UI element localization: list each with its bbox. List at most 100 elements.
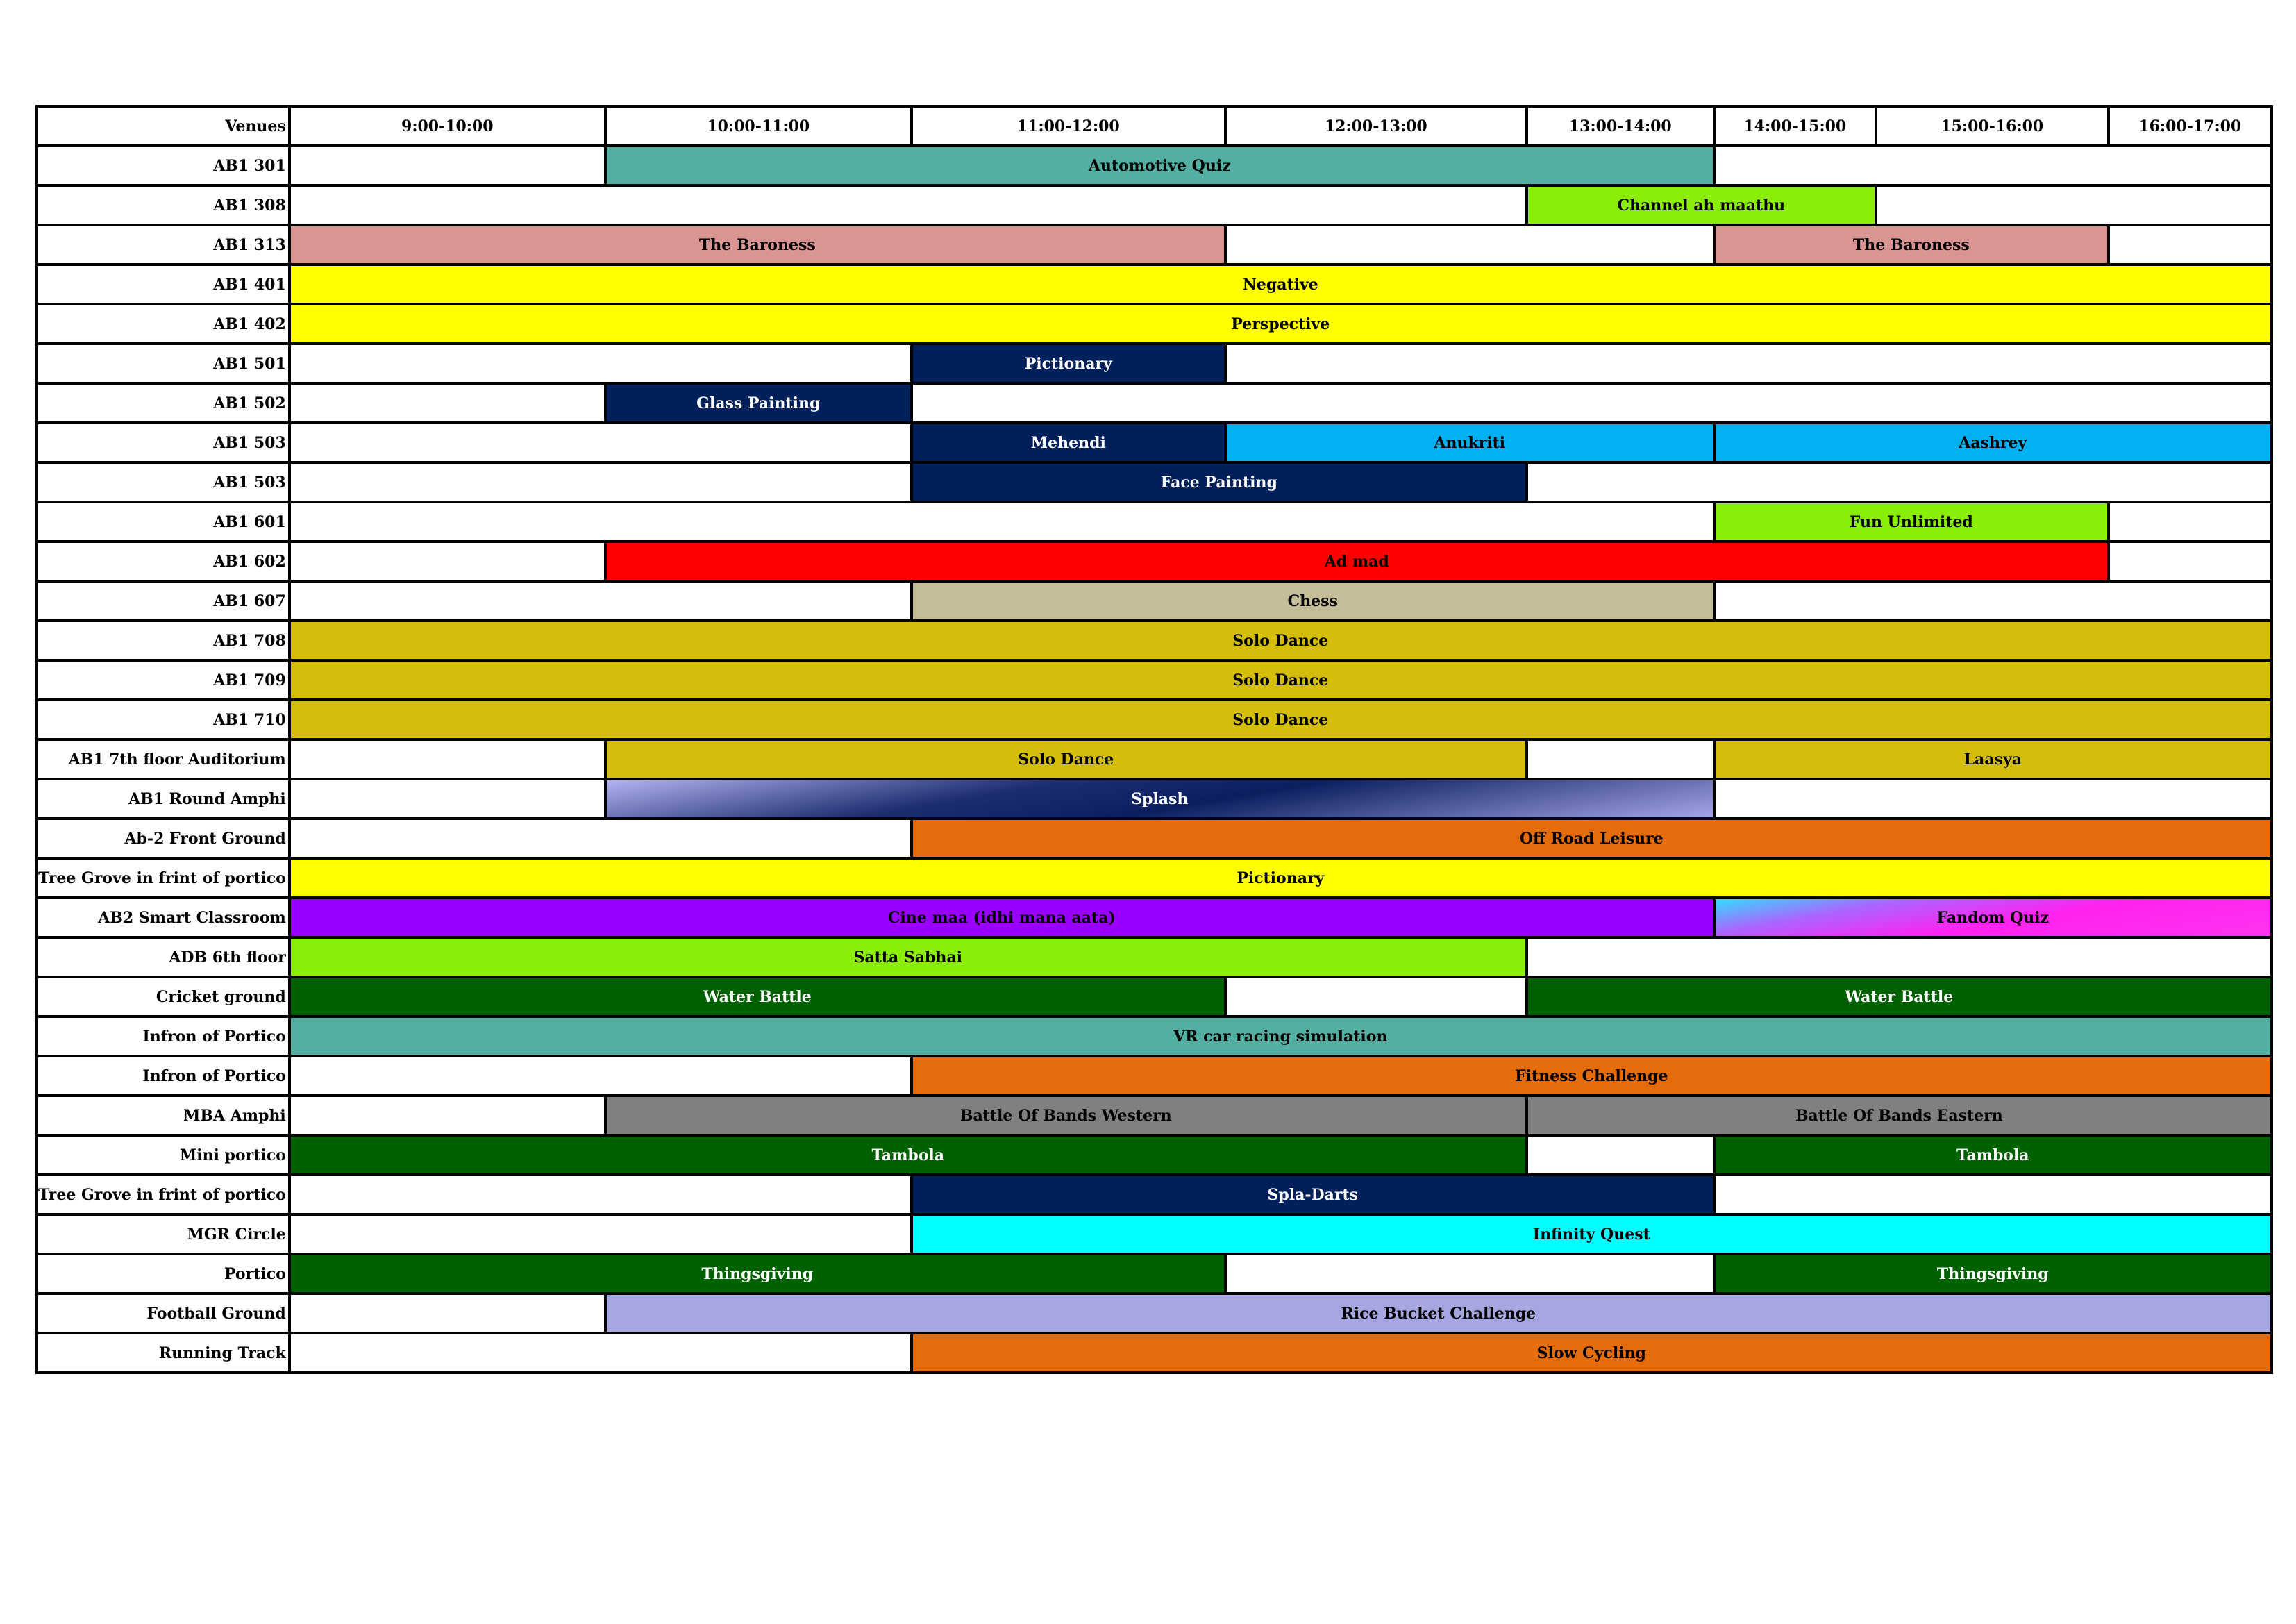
venue-name: AB1 502 <box>35 382 291 424</box>
empty-slot <box>287 382 607 424</box>
time-slot-header: 15:00-16:00 <box>1874 105 2110 147</box>
event-block: Spla-Darts <box>910 1173 1716 1216</box>
venue-name: AB1 503 <box>35 421 291 464</box>
event-block: Solo Dance <box>603 738 1528 780</box>
venue-name: MBA Amphi <box>35 1094 291 1137</box>
event-block: Automotive Quiz <box>603 144 1716 187</box>
venue-name: Infron of Portico <box>35 1015 291 1057</box>
time-slot-header: 10:00-11:00 <box>603 105 913 147</box>
time-slot-header: 16:00-17:00 <box>2106 105 2273 147</box>
empty-slot <box>1874 184 2273 226</box>
venue-name: ADB 6th floor <box>35 936 291 978</box>
time-slot-header: 11:00-12:00 <box>910 105 1227 147</box>
time-slot-header: 14:00-15:00 <box>1712 105 1877 147</box>
event-block: Fitness Challenge <box>910 1055 2273 1097</box>
event-block: Mehendi <box>910 421 1227 464</box>
venue-name: AB1 501 <box>35 342 291 385</box>
event-block: Chess <box>910 580 1716 622</box>
venue-name: AB1 308 <box>35 184 291 226</box>
empty-slot <box>1223 976 1528 1018</box>
empty-slot <box>287 580 913 622</box>
empty-slot <box>287 501 1716 543</box>
empty-slot <box>287 1213 913 1255</box>
venue-row: Tree Grove in frint of portico Spla-Darts <box>35 1173 2273 1216</box>
empty-slot <box>287 184 1528 226</box>
venue-name: AB1 7th floor Auditorium <box>35 738 291 780</box>
empty-slot <box>910 382 2273 424</box>
event-block: Fun Unlimited <box>1712 501 2110 543</box>
event-block: Solo Dance <box>287 619 2273 662</box>
event-block: Face Painting <box>910 461 1528 503</box>
empty-slot <box>287 1094 607 1137</box>
venue-name: MGR Circle <box>35 1213 291 1255</box>
venue-name: Infron of Portico <box>35 1055 291 1097</box>
empty-slot <box>287 461 913 503</box>
empty-slot <box>287 817 913 860</box>
event-block: Off Road Leisure <box>910 817 2273 860</box>
event-block: Tambola <box>287 1134 1528 1176</box>
empty-slot <box>2106 540 2273 583</box>
event-block: Thingsgiving <box>287 1253 1227 1295</box>
venues-header: Venues <box>35 105 291 147</box>
event-block: Aashrey <box>1712 421 2273 464</box>
empty-slot <box>287 1332 913 1374</box>
event-block: Anukriti <box>1223 421 1716 464</box>
event-block: Thingsgiving <box>1712 1253 2273 1295</box>
venue-name: AB1 313 <box>35 224 291 266</box>
empty-slot <box>287 1055 913 1097</box>
empty-slot <box>287 1292 607 1334</box>
venue-name: Tree Grove in frint of portico <box>35 1173 291 1216</box>
time-slot-header: 13:00-14:00 <box>1525 105 1716 147</box>
empty-slot <box>1223 224 1716 266</box>
empty-slot <box>287 778 607 820</box>
venue-row: AB1 Round Amphi Splash <box>35 778 2273 820</box>
event-block: Laasya <box>1712 738 2273 780</box>
venue-row: AB1 301 Automotive Quiz <box>35 144 2273 187</box>
venue-name: Portico <box>35 1253 291 1295</box>
empty-slot <box>287 421 913 464</box>
empty-slot <box>287 540 607 583</box>
empty-slot <box>1525 936 2273 978</box>
venue-name: AB1 301 <box>35 144 291 187</box>
venue-name: Cricket ground <box>35 976 291 1018</box>
venue-name: AB1 Round Amphi <box>35 778 291 820</box>
event-block: Channel ah maathu <box>1525 184 1877 226</box>
empty-slot <box>1525 461 2273 503</box>
event-block: Splash <box>603 778 1716 820</box>
venue-name: AB2 Smart Classroom <box>35 896 291 939</box>
event-block: Pictionary <box>287 857 2273 899</box>
event-block: Battle Of Bands Eastern <box>1525 1094 2273 1137</box>
time-slot-header: 9:00-10:00 <box>287 105 607 147</box>
event-block: Ad mad <box>603 540 2110 583</box>
venue-name: Running Track <box>35 1332 291 1374</box>
schedule-header: Venues 9:00-10:00 10:00-11:00 11:00-12:0… <box>35 105 2273 147</box>
event-block: Tambola <box>1712 1134 2273 1176</box>
event-block: Rice Bucket Challenge <box>603 1292 2273 1334</box>
venue-name: Tree Grove in frint of portico <box>35 857 291 899</box>
venue-name: AB1 402 <box>35 303 291 345</box>
empty-slot <box>1712 778 2273 820</box>
empty-slot <box>2106 224 2273 266</box>
empty-slot <box>287 342 913 385</box>
event-block: Satta Sabhai <box>287 936 1528 978</box>
venue-name: AB1 708 <box>35 619 291 662</box>
